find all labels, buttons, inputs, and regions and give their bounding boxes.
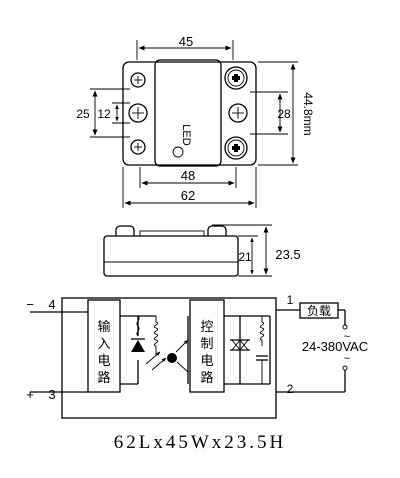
terminal-right-bottom [224, 136, 248, 160]
top-view: 45 LED [76, 34, 315, 208]
input-circuit-char-2: 入 [97, 337, 110, 352]
pin-1-label: 1 [287, 293, 294, 307]
module-outline [61, 297, 277, 419]
wiring-schematic: − 4 + 3 1 2 输 入 电 路 [26, 293, 368, 419]
ac-symbol-bottom: ~ [344, 353, 350, 365]
input-circuit-block [87, 299, 121, 393]
resistor-coil [153, 316, 159, 356]
minus-label: − [26, 297, 34, 312]
side-view: 21 23.5 [103, 224, 301, 277]
led-label: LED [180, 124, 192, 145]
side-dim-total-label: 23.5 [275, 247, 300, 262]
terminal-right-middle [228, 103, 248, 123]
terminal-right-top [224, 66, 248, 90]
dimensions-caption: 62Lx45Wx23.5H [114, 432, 287, 453]
terminal-left-middle [128, 103, 148, 123]
side-body [103, 235, 239, 277]
relay-body-outline [122, 61, 257, 166]
pin-2-label: 2 [287, 382, 294, 396]
control-circuit-char-3: 电 [200, 354, 213, 369]
dim-left-outer-label: 25 [76, 107, 90, 121]
voltage-label: 24-380VAC [302, 339, 368, 354]
input-circuit-char-3: 电 [97, 354, 110, 369]
control-circuit-char-2: 制 [200, 337, 213, 352]
phototransistor-symbol [167, 353, 177, 363]
plus-label: + [26, 387, 34, 402]
screw-left-top [130, 72, 146, 88]
input-circuit-char-4: 路 [97, 370, 110, 386]
dim-height-label: 44.8mm [301, 92, 315, 135]
relay-window [154, 59, 222, 167]
dim-hole-spacing-label: 48 [181, 168, 195, 183]
dim-left-inner-label: 12 [97, 107, 111, 121]
snubber-resistor [259, 316, 265, 346]
dim-right-label: 28 [277, 107, 291, 121]
control-circuit-block [189, 299, 225, 393]
dim-length-label: 62 [181, 188, 195, 203]
ac-symbol-top: ~ [344, 331, 350, 343]
triac-symbol [230, 339, 250, 351]
led-indicator [172, 146, 184, 158]
load-label: 负载 [307, 304, 331, 318]
side-dim-inner-label: 21 [238, 250, 252, 264]
control-circuit-char-1: 控 [200, 320, 213, 335]
input-circuit-char-1: 输 [97, 319, 110, 335]
screw-left-bottom [130, 139, 146, 155]
pin-3-label: 3 [48, 387, 55, 402]
pin-4-label: 4 [48, 297, 55, 312]
led-diode-symbol [131, 340, 145, 352]
dim-width-label: 45 [179, 34, 193, 49]
control-circuit-char-4: 路 [200, 370, 213, 386]
